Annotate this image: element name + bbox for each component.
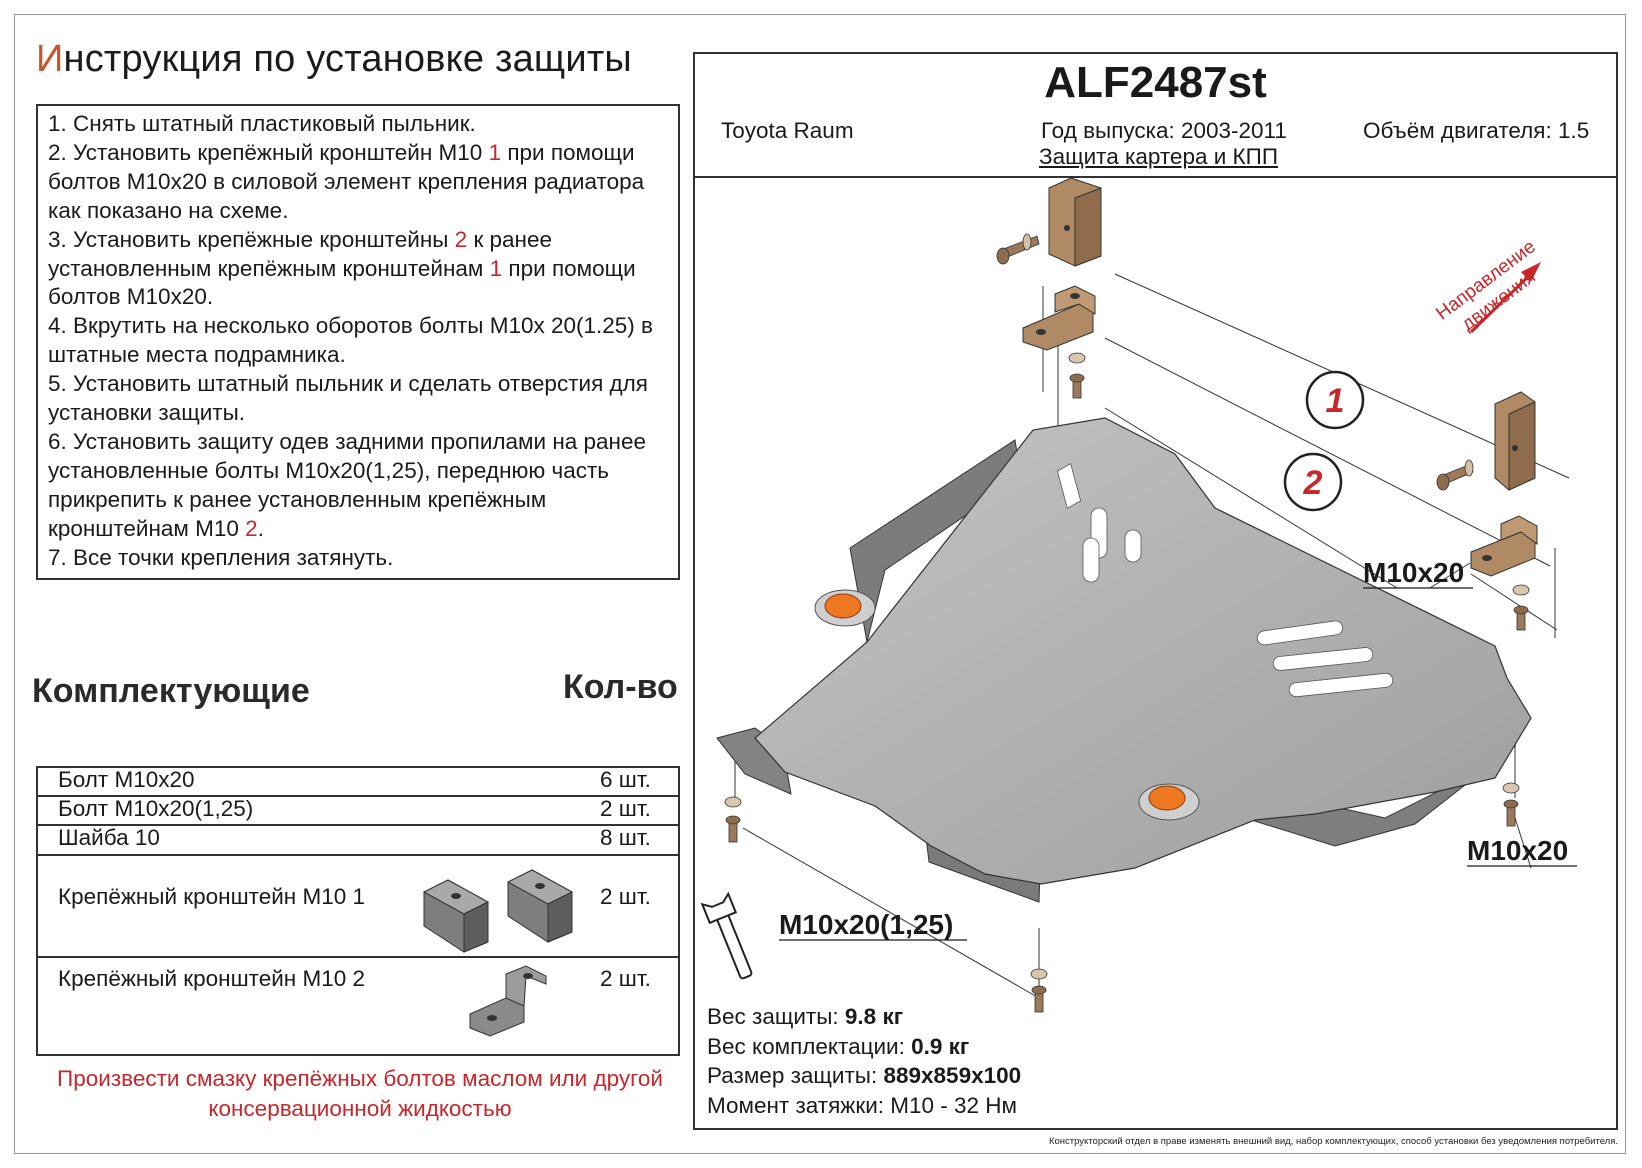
callout-1: 1 bbox=[1305, 370, 1365, 430]
washer-icon bbox=[1512, 584, 1530, 596]
component-qty: 6 шт. bbox=[600, 767, 651, 792]
bracket-1-right bbox=[1494, 391, 1536, 491]
instructions-box: 1. Снять штатный пластиковый пыльник. 2. … bbox=[36, 104, 680, 580]
skid-plate bbox=[716, 417, 1532, 903]
bracket-2-icon bbox=[469, 965, 547, 1037]
bolt-icon bbox=[1503, 799, 1519, 827]
leader-line bbox=[1514, 817, 1532, 869]
quantity-heading: Кол-во bbox=[563, 668, 678, 706]
spec-kit-weight: Вес комплектации: 0.9 кг bbox=[707, 1033, 970, 1059]
table-row: Крепёжный кронштейн М10 1 2 шт. bbox=[38, 856, 678, 958]
disclaimer: Конструкторский отдел в праве изменять в… bbox=[1048, 1136, 1618, 1147]
svg-text:М10х20: М10х20 bbox=[1363, 557, 1464, 588]
product-specs: Вес защиты: 9.8 кг Вес комплектации: 0.9… bbox=[707, 1002, 1021, 1120]
svg-text:1: 1 bbox=[1326, 382, 1345, 420]
callout-2: 2 bbox=[1283, 452, 1343, 512]
bolt-icon bbox=[1031, 985, 1047, 1013]
component-qty: 2 шт. bbox=[600, 796, 651, 821]
table-row: Болт М10х20(1,25) 2 шт. bbox=[38, 796, 678, 826]
bolt-icon bbox=[996, 233, 1040, 265]
bracket-2-right bbox=[1470, 515, 1538, 577]
component-name: Болт М10х20(1,25) bbox=[58, 796, 254, 821]
bracket-2-left bbox=[1022, 285, 1096, 351]
direction-indicator: Направление движения bbox=[1432, 236, 1539, 335]
bracket-1-icon bbox=[422, 869, 574, 953]
wrench-icon bbox=[700, 891, 753, 980]
svg-text:М10х20: М10х20 bbox=[1467, 835, 1568, 866]
washer-icon bbox=[1068, 352, 1086, 364]
protection-type: Защита картера и КПП bbox=[1039, 144, 1278, 169]
spec-weight: Вес защиты: 9.8 кг bbox=[707, 1004, 904, 1029]
instruction-step: 6. Установить защиту одев задними пропил… bbox=[48, 428, 646, 541]
installation-diagram: 1 2 Направление движения М10х20 М10х20 М… bbox=[700, 178, 1577, 1013]
instruction-step: 2. Установить крепёжный кронштейн М10 1 … bbox=[48, 139, 645, 223]
washer-icon bbox=[1502, 782, 1520, 794]
components-table: Болт М10х20 6 шт. Болт М10х20(1,25) 2 шт… bbox=[36, 766, 680, 1056]
bolt-icon bbox=[1436, 459, 1474, 491]
component-name: Крепёжный кронштейн М10 1 bbox=[58, 884, 365, 909]
bolt-icon bbox=[1513, 605, 1529, 631]
component-name: Болт М10х20 bbox=[58, 767, 195, 792]
leader-line bbox=[1429, 562, 1471, 589]
svg-text:2: 2 bbox=[1303, 464, 1323, 502]
instruction-step: 4. Вкрутить на несколько оборотов болты … bbox=[48, 313, 653, 368]
component-name: Шайба 10 bbox=[58, 825, 160, 850]
spec-torque: Момент затяжки: М10 - 32 Нм bbox=[707, 1092, 1018, 1118]
component-qty: 2 шт. bbox=[600, 884, 651, 909]
lubrication-note: Произвести смазку крепёжных болтов масло… bbox=[57, 1066, 663, 1121]
leader-line bbox=[742, 827, 1040, 999]
page-title: Инструкция по установке защиты bbox=[36, 38, 632, 80]
spec-size: Размер защиты: 889х859х100 bbox=[707, 1063, 1022, 1088]
bolt-icon bbox=[1069, 373, 1085, 399]
engine-volume: Объём двигателя: 1.5 bbox=[1363, 118, 1590, 143]
bracket-1-left bbox=[1048, 178, 1102, 267]
svg-text:М10х20(1,25): М10х20(1,25) bbox=[779, 909, 953, 940]
bolt-label-m10x20-125: М10х20(1,25) bbox=[779, 909, 967, 941]
instruction-step: 7. Все точки крепления затянуть. bbox=[48, 544, 394, 570]
bolt-icon bbox=[725, 815, 741, 843]
washer-icon bbox=[724, 796, 742, 808]
instruction-step: 5. Установить штатный пыльник и сделать … bbox=[48, 371, 648, 426]
leader-line bbox=[1470, 573, 1558, 631]
product-code: ALF2487st bbox=[1044, 58, 1267, 107]
washer-icon bbox=[1030, 968, 1048, 980]
leader-line bbox=[1104, 407, 1398, 589]
component-qty: 2 шт. bbox=[600, 966, 651, 991]
page-frame bbox=[14, 14, 1626, 1154]
table-row: Крепёжный кронштейн М10 2 2 шт. bbox=[38, 958, 678, 1054]
table-row: Шайба 10 8 шт. bbox=[38, 825, 678, 856]
instruction-step: 1. Снять штатный пластиковый пыльник. bbox=[48, 111, 476, 136]
bolt-label-m10x20-upper: М10х20 bbox=[1363, 557, 1473, 589]
table-row: Болт М10х20 6 шт. bbox=[38, 767, 678, 797]
diagram-panel: ALF2487st Toyota Raum Год выпуска: 2003-… bbox=[693, 52, 1618, 1130]
production-years: Год выпуска: 2003-2011 bbox=[1041, 118, 1287, 143]
component-name: Крепёжный кронштейн М10 2 bbox=[58, 966, 365, 991]
leader-line bbox=[1104, 337, 1551, 567]
instruction-step: 3. Установить крепёжные кронштейны 2 к р… bbox=[48, 226, 636, 310]
product-header: ALF2487st Toyota Raum Год выпуска: 2003-… bbox=[695, 54, 1616, 178]
components-heading: Комплектующие bbox=[32, 672, 310, 710]
direction-arrow-icon bbox=[1469, 262, 1541, 334]
car-model: Toyota Raum bbox=[721, 118, 854, 143]
component-qty: 8 шт. bbox=[600, 825, 651, 850]
bolt-label-m10x20-lower: М10х20 bbox=[1467, 835, 1577, 867]
